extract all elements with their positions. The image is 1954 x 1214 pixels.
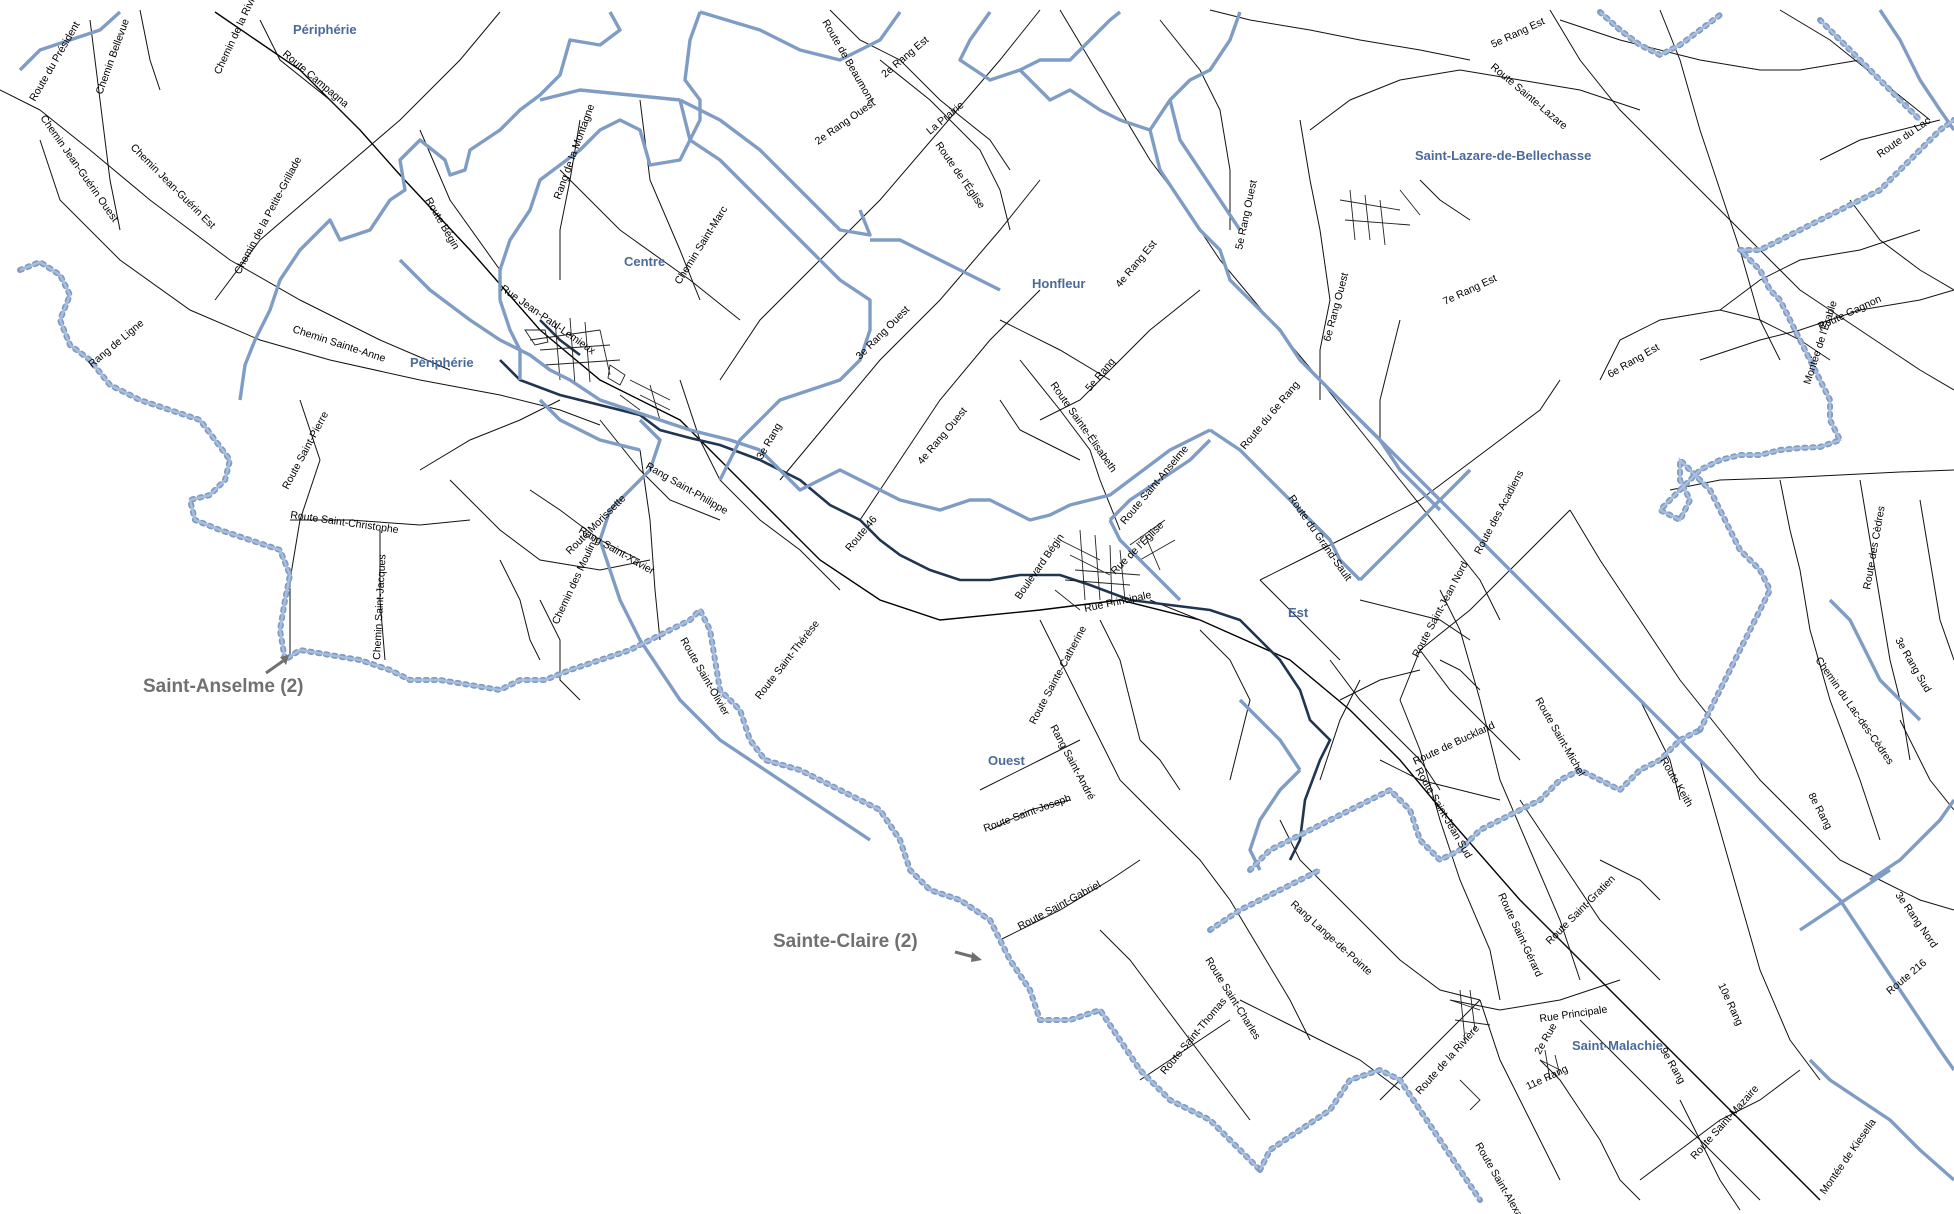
sector-label-saint-lazare[interactable]: Saint-Lazare-de-Bellechasse — [1415, 148, 1591, 163]
road-label: 5e Rang Est — [1489, 15, 1547, 50]
sector-label-peripherie-mid[interactable]: Périphérie — [410, 355, 474, 370]
road-label: Route Saint-Mazaire — [1688, 1083, 1761, 1162]
road-label: Rang Saint-André — [1047, 723, 1097, 802]
municipal-boundaries — [17, 9, 1954, 1203]
road-label: Route du Lac — [1875, 115, 1933, 161]
road-label: Route Saint-Charles — [1202, 955, 1262, 1042]
road-label: Montée de l'Érable — [1800, 299, 1839, 386]
road-label: 5e Rang Ouest — [1233, 179, 1259, 251]
outside-labels: Saint-Anselme (2) Sainte-Claire (2) — [143, 655, 982, 962]
sector-label-saint-malachie[interactable]: Saint-Malachie — [1572, 1038, 1663, 1053]
road-label: 7e Rang Est — [1441, 272, 1499, 307]
road-label: 2e Rang Est — [879, 34, 931, 80]
road-label: Route Bégin — [422, 196, 461, 252]
road-label: Route de Buckland — [1411, 719, 1497, 767]
road-label: Boulevard Bégin — [1013, 532, 1067, 602]
road-label: Route Sainte-Lazare — [1488, 61, 1570, 132]
road-label: Rang de la Montagne — [552, 102, 598, 201]
outside-label-saint-anselme[interactable]: Saint-Anselme (2) — [143, 676, 303, 697]
road-label: Rue Principale — [1083, 589, 1152, 615]
road-network — [0, 9, 1954, 1211]
road-label: Chemin de la Rivière — [212, 0, 264, 76]
road-label: Route Saint-Anselme — [1118, 443, 1191, 527]
road-label: Route Keith — [1657, 756, 1695, 810]
road-label: 3e Rang Sud — [1892, 636, 1933, 695]
sector-label-est[interactable]: Est — [1288, 605, 1309, 620]
road-label: Route de la Rivière — [1413, 1022, 1482, 1097]
road-label: Rang Lange-de-Pointe — [1288, 898, 1375, 978]
road-label: Route des Cèdres — [1861, 505, 1888, 590]
road-label: Route Saint-Pierre — [280, 409, 331, 491]
road-label: 4e Rang Ouest — [915, 405, 970, 467]
town-grid-saint-malachie — [1449, 989, 1561, 1111]
road-label: 3e Rang Ouest — [854, 304, 912, 362]
road-label: 5e Rang — [1083, 356, 1118, 394]
outer-boundary-dotted — [17, 9, 1954, 1203]
outside-label-sainte-claire[interactable]: Sainte-Claire (2) — [773, 931, 918, 952]
road-label: Montée de Kiesella — [1818, 1117, 1879, 1197]
road-label: Chemin Jean-Guérin Est — [128, 142, 218, 232]
road-label: Route Campagna — [280, 48, 351, 110]
road-label: 10e Rang — [1715, 981, 1745, 1027]
road-label: Rue de l'Église — [1108, 519, 1167, 578]
road-label: Route des Acadiens — [1472, 468, 1526, 556]
sector-label-peripherie-top[interactable]: Périphérie — [293, 22, 357, 37]
road-label: Chemin du Lac-des-Cèdres — [1813, 655, 1896, 767]
river — [499, 319, 1332, 861]
road-label: 3e Rang — [754, 421, 784, 462]
road-label: Route du 6e Rang — [1238, 379, 1302, 452]
road-label: Route Sainte-Élisabeth — [1048, 379, 1120, 475]
road-label: 3e Rang Nord — [1893, 890, 1940, 951]
arrow-icon — [954, 950, 982, 962]
road-label: Route Saint-Gabriel — [1016, 879, 1103, 933]
sector-label-honfleur[interactable]: Honfleur — [1032, 276, 1085, 291]
road-label: Route Saint-Jean Nord — [1410, 559, 1471, 659]
road-label: Route Saint-Jean Sud — [1412, 766, 1474, 861]
road-label: Route Saint-Thérèse — [753, 618, 822, 702]
road-label: 6e Rang Est — [1606, 341, 1662, 380]
road-label: 8e Rang — [1805, 791, 1834, 832]
road-label: Rang Saint-Philippe — [644, 460, 731, 517]
road-label: Rang de Ligne — [86, 317, 146, 370]
town-grid-saint-isidore — [1054, 519, 1176, 611]
town-grid-saint-lazare — [1339, 189, 1421, 246]
road-label: Route Saint-Gratien — [1544, 873, 1618, 947]
sector-label-centre[interactable]: Centre — [624, 254, 665, 269]
arrow-icon — [265, 655, 289, 675]
road-label: 2e Rang Ouest — [813, 97, 878, 147]
road-label: Chemin Saint-Marc — [672, 204, 730, 287]
road-label: Route Saint-Gérard — [1495, 891, 1544, 979]
road-label: Route Sainte-Catherine — [1027, 624, 1089, 727]
road-label: Route Saint-Joseph — [982, 792, 1073, 835]
road-label: 6e Rang Ouest — [1321, 271, 1351, 342]
road-labels: Route du Président Chemin Bellevue Chemi… — [27, 0, 1940, 1214]
road-label: Chemin Saint-Jacques — [371, 554, 389, 660]
sector-labels: Périphérie Périphérie Centre Honfleur Sa… — [293, 22, 1663, 1053]
sector-label-ouest[interactable]: Ouest — [988, 753, 1026, 768]
road-label: 2e Rue — [1532, 1021, 1559, 1056]
road-label: Route Saint-Christophe — [290, 509, 400, 536]
road-label: Chemin Sainte-Anne — [291, 323, 387, 364]
road-label: 4e Rang Est — [1113, 238, 1159, 290]
road-label: Route Saint-Thomas — [1158, 995, 1229, 1076]
town-grid-saint-henri — [524, 317, 671, 421]
road-label: Route Saint-Michel — [1532, 696, 1587, 779]
road-label: Route du Président — [27, 20, 82, 104]
road-label: Route de Beaumont — [819, 18, 876, 105]
road-label: Route Saint-Alexandre — [1472, 1141, 1535, 1214]
